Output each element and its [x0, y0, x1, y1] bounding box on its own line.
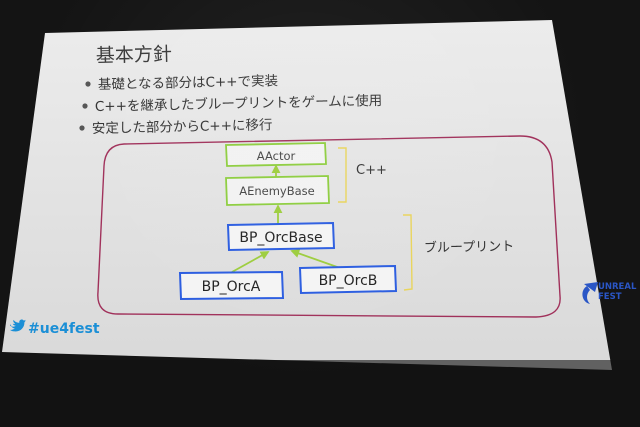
- node-aenemybase: AEnemyBase: [239, 184, 315, 198]
- logo-line-2: FEST: [598, 292, 622, 302]
- floor-shadow: [0, 360, 640, 427]
- node-bporcb: BP_OrcB: [319, 273, 378, 289]
- bullet-list: 基礎となる部分はC++で実装 C++を継承したブループリントをゲームに使用 安定…: [79, 72, 382, 137]
- bullet-2: C++を継承したブループリントをゲームに使用: [95, 92, 383, 115]
- node-aactor-box: [225, 142, 327, 167]
- inheritance-arrows: [231, 164, 341, 273]
- cpp-bracket: [338, 147, 347, 203]
- twitter-bird-icon: [10, 319, 26, 332]
- hashtag: #ue4fest: [28, 321, 100, 337]
- bullet-3: 安定した部分からC++に移行: [92, 117, 273, 137]
- arrow-bporcb-to-bporcbase: [290, 249, 341, 269]
- node-aenemybase-box: [225, 175, 330, 206]
- bullet-icon: [79, 125, 85, 131]
- bullet-1: 基礎となる部分はC++で実装: [98, 72, 278, 93]
- arrow-bporca-to-bporcbase: [231, 251, 270, 273]
- node-bporca-box: [178, 270, 285, 301]
- node-bporcbase: BP_OrcBase: [239, 230, 322, 246]
- blueprint-group-label: ブループリント: [424, 238, 514, 256]
- cpp-group-label: C++: [356, 163, 387, 178]
- node-aactor: AActor: [257, 149, 296, 163]
- bullet-icon: [82, 103, 88, 109]
- node-bporcbase-box: [226, 221, 336, 252]
- node-bporca: BP_OrcA: [202, 279, 261, 295]
- slide-title: 基本方針: [96, 43, 172, 67]
- diagram-outline: [97, 135, 561, 318]
- blueprint-bracket: [403, 214, 413, 291]
- unreal-fest-logo-icon: UNREAL FEST: [582, 282, 637, 304]
- node-bporcb-box: [298, 264, 398, 295]
- logo-line-1: UNREAL: [598, 282, 637, 292]
- diagram-nodes: AActor AEnemyBase BP_OrcBase BP_OrcA BP_…: [178, 142, 398, 301]
- bullet-icon: [85, 81, 91, 87]
